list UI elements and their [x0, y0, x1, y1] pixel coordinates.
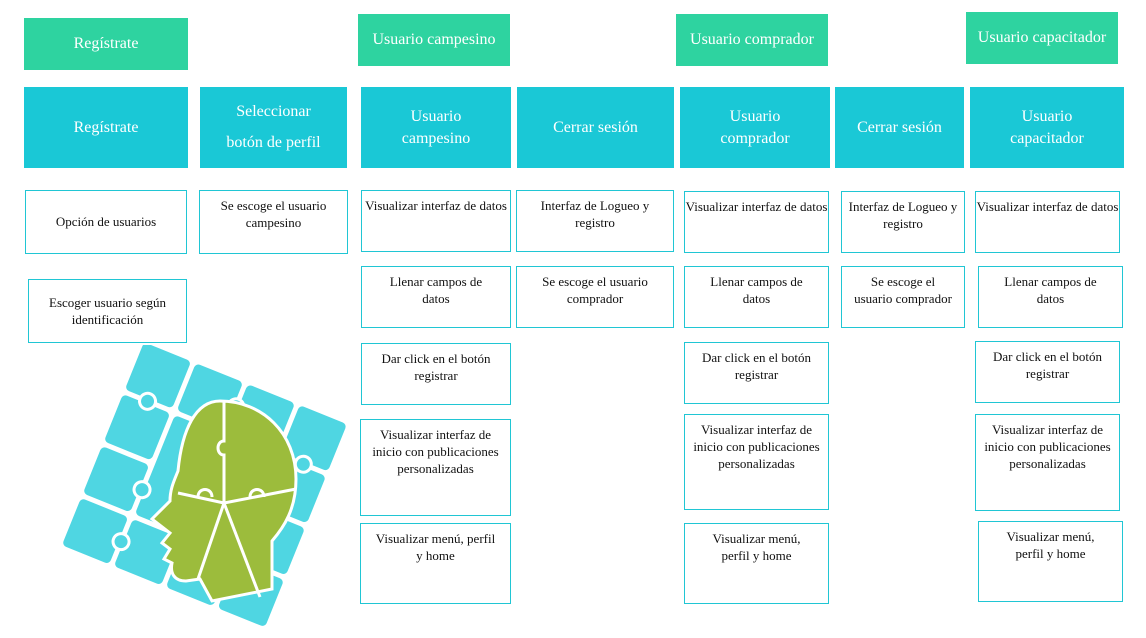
box-campesino-interfaz-datos: Visualizar interfaz de datos — [361, 190, 511, 252]
box-escoge-campesino-label: Se escoge el usuario campesino — [220, 198, 327, 231]
box-campesino-llenar-campos: Llenar campos de datos — [361, 266, 511, 328]
box-capacitador-interfaz-datos: Visualizar interfaz de datos — [975, 191, 1120, 253]
step-usuario-campesino-label: Usuario campesino — [401, 108, 471, 147]
step-seleccionar-perfil-label: Seleccionar botón de perfil — [226, 103, 321, 151]
box-cerrar2-logueo: Interfaz de Logueo y registro — [841, 191, 965, 253]
box-cerrar1-escoge-comprador-label: Se escoge el usuario comprador — [542, 274, 648, 307]
step-usuario-comprador: Usuario comprador — [680, 87, 830, 168]
box-campesino-dar-click: Dar click en el botón registrar — [361, 343, 511, 405]
box-campesino-llenar-campos-label: Llenar campos de datos — [389, 274, 483, 307]
step-cerrar-sesion-2: Cerrar sesión — [835, 87, 964, 168]
step-usuario-comprador-label: Usuario comprador — [720, 108, 790, 147]
box-comprador-llenar-campos-label: Llenar campos de datos — [710, 274, 803, 307]
box-campesino-menu: Visualizar menú, perfil y home — [360, 523, 511, 604]
header-usuario-campesino: Usuario campesino — [358, 14, 510, 66]
box-comprador-interfaz-datos: Visualizar interfaz de datos — [684, 191, 829, 253]
box-cerrar2-escoge-comprador: Se escoge el usuario comprador — [841, 266, 965, 328]
box-comprador-interfaz-inicio: Visualizar interfaz de inicio con public… — [684, 414, 829, 510]
box-campesino-interfaz-datos-label: Visualizar interfaz de datos — [365, 198, 507, 213]
step-registrate-label: Regístrate — [73, 118, 139, 136]
box-opcion-usuarios-label: Opción de usuarios — [55, 214, 157, 230]
header-usuario-campesino-label: Usuario campesino — [372, 31, 496, 49]
box-capacitador-menu-label: Visualizar menú, perfil y home — [1006, 529, 1095, 562]
box-cerrar1-logueo: Interfaz de Logueo y registro — [516, 190, 674, 252]
box-capacitador-menu: Visualizar menú, perfil y home — [978, 521, 1123, 602]
header-usuario-comprador-label: Usuario comprador — [690, 31, 814, 49]
box-escoger-usuario: Escoger usuario según identificación — [28, 279, 187, 343]
box-campesino-interfaz-inicio: Visualizar interfaz de inicio con public… — [360, 419, 511, 516]
box-capacitador-llenar-campos-label: Llenar campos de datos — [1004, 274, 1097, 307]
box-escoger-usuario-label: Escoger usuario según identificación — [49, 294, 166, 327]
box-escoge-campesino: Se escoge el usuario campesino — [199, 190, 348, 254]
header-registrate: Regístrate — [24, 18, 188, 70]
header-registrate-label: Regístrate — [73, 35, 139, 53]
header-usuario-capacitador: Usuario capacitador — [966, 12, 1118, 64]
step-cerrar-sesion-2-label: Cerrar sesión — [857, 118, 942, 136]
box-comprador-menu: Visualizar menú, perfil y home — [684, 523, 829, 604]
step-usuario-capacitador-label: Usuario capacitador — [1010, 108, 1084, 147]
box-comprador-interfaz-datos-label: Visualizar interfaz de datos — [685, 199, 828, 214]
box-capacitador-dar-click-label: Dar click en el botón registrar — [992, 349, 1102, 382]
step-seleccionar-perfil: Seleccionar botón de perfil — [200, 87, 347, 168]
box-cerrar2-logueo-label: Interfaz de Logueo y registro — [848, 199, 958, 232]
step-cerrar-sesion-1: Cerrar sesión — [517, 87, 674, 168]
box-cerrar1-logueo-label: Interfaz de Logueo y registro — [540, 198, 650, 231]
box-cerrar2-escoge-comprador-label: Se escoge el usuario comprador — [854, 274, 952, 307]
step-usuario-capacitador: Usuario capacitador — [970, 87, 1124, 168]
box-capacitador-interfaz-inicio: Visualizar interfaz de inicio con public… — [975, 414, 1120, 511]
header-usuario-capacitador-label: Usuario capacitador — [977, 29, 1107, 47]
box-comprador-menu-label: Visualizar menú, perfil y home — [712, 531, 801, 564]
step-usuario-campesino: Usuario campesino — [361, 87, 511, 168]
box-comprador-dar-click: Dar click en el botón registrar — [684, 342, 829, 404]
box-cerrar1-escoge-comprador: Se escoge el usuario comprador — [516, 266, 674, 328]
box-capacitador-interfaz-inicio-label: Visualizar interfaz de inicio con public… — [984, 422, 1111, 472]
box-campesino-dar-click-label: Dar click en el botón registrar — [381, 351, 491, 384]
box-comprador-interfaz-inicio-label: Visualizar interfaz de inicio con public… — [693, 422, 820, 472]
step-cerrar-sesion-1-label: Cerrar sesión — [553, 118, 638, 136]
header-usuario-comprador: Usuario comprador — [676, 14, 828, 66]
box-capacitador-interfaz-datos-label: Visualizar interfaz de datos — [976, 199, 1119, 214]
puzzle-head-icon — [60, 345, 349, 627]
box-comprador-dar-click-label: Dar click en el botón registrar — [701, 350, 811, 383]
box-campesino-interfaz-inicio-label: Visualizar interfaz de inicio con public… — [372, 427, 499, 477]
box-comprador-llenar-campos: Llenar campos de datos — [684, 266, 829, 328]
box-campesino-menu-label: Visualizar menú, perfil y home — [375, 531, 496, 564]
box-opcion-usuarios: Opción de usuarios — [25, 190, 187, 254]
step-registrate: Regístrate — [24, 87, 188, 168]
box-capacitador-dar-click: Dar click en el botón registrar — [975, 341, 1120, 403]
box-capacitador-llenar-campos: Llenar campos de datos — [978, 266, 1123, 328]
